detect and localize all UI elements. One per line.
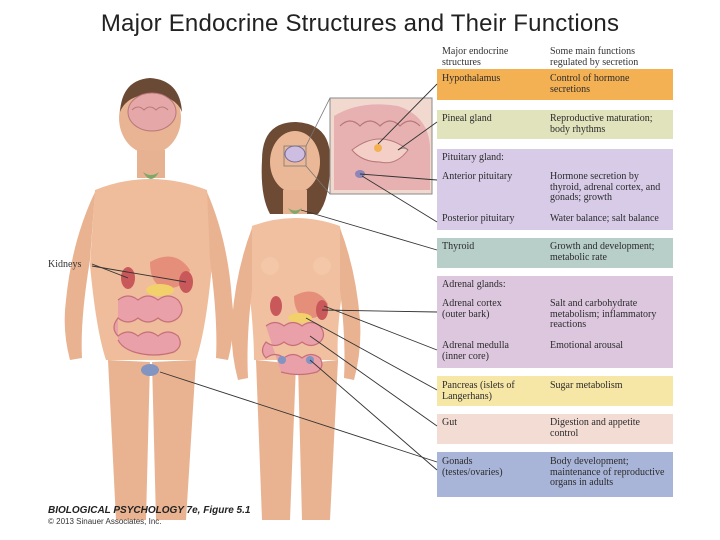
leader-lines	[91, 83, 438, 471]
structure-label: Adrenal cortex (outer bark)	[442, 298, 502, 320]
structure-label: Gonads (testes/ovaries)	[442, 456, 503, 478]
male-figure	[64, 78, 234, 520]
function-label: Control of hormone secretions	[550, 73, 630, 95]
column-header-structures: Major endocrine structures	[442, 46, 509, 68]
row-bg-thyroid	[437, 238, 673, 268]
row-bg-gonads	[437, 452, 673, 497]
row-bg-gut	[437, 414, 673, 444]
function-label: Reproductive maturation; body rhythms	[550, 113, 653, 135]
structure-label: Gut	[442, 417, 457, 428]
function-label: Emotional arousal	[550, 340, 624, 351]
structure-label: Pituitary gland:	[442, 152, 504, 163]
function-label: Hormone secretion by thyroid, adrenal co…	[550, 171, 661, 203]
row-bg-pituitary	[437, 149, 673, 230]
figure-credit: BIOLOGICAL PSYCHOLOGY 7e, Figure 5.1	[48, 505, 251, 516]
structure-label: Thyroid	[442, 241, 475, 252]
structure-label: Anterior pituitary	[442, 171, 513, 182]
kidneys-label: Kidneys	[48, 259, 82, 270]
table-backgrounds	[437, 69, 673, 497]
structure-label: Hypothalamus	[442, 73, 501, 84]
female-figure	[231, 122, 361, 520]
structure-label: Pineal gland	[442, 113, 492, 124]
function-label: Water balance; salt balance	[550, 213, 659, 224]
copyright-notice: © 2013 Sinauer Associates, Inc.	[48, 517, 162, 526]
function-label: Digestion and appetite control	[550, 417, 640, 439]
function-label: Sugar metabolism	[550, 380, 623, 391]
column-header-functions: Some main functions regulated by secreti…	[550, 46, 639, 68]
function-label: Salt and carbohydrate metabolism; inflam…	[550, 298, 657, 330]
function-label: Growth and development; metabolic rate	[550, 241, 655, 263]
row-bg-pancreas	[437, 376, 673, 406]
brain-inset	[283, 97, 433, 195]
function-label: Body development; maintenance of reprodu…	[550, 456, 665, 488]
structure-label: Adrenal medulla (inner core)	[442, 340, 509, 362]
row-bg-adrenal	[437, 276, 673, 368]
structure-label: Adrenal glands:	[442, 279, 506, 290]
structure-label: Posterior pituitary	[442, 213, 515, 224]
row-bg-hypothalamus	[437, 69, 673, 100]
row-bg-pineal	[437, 110, 673, 139]
structure-label: Pancreas (islets of Langerhans)	[442, 380, 515, 402]
page-title: Major Endocrine Structures and Their Fun…	[100, 10, 620, 37]
